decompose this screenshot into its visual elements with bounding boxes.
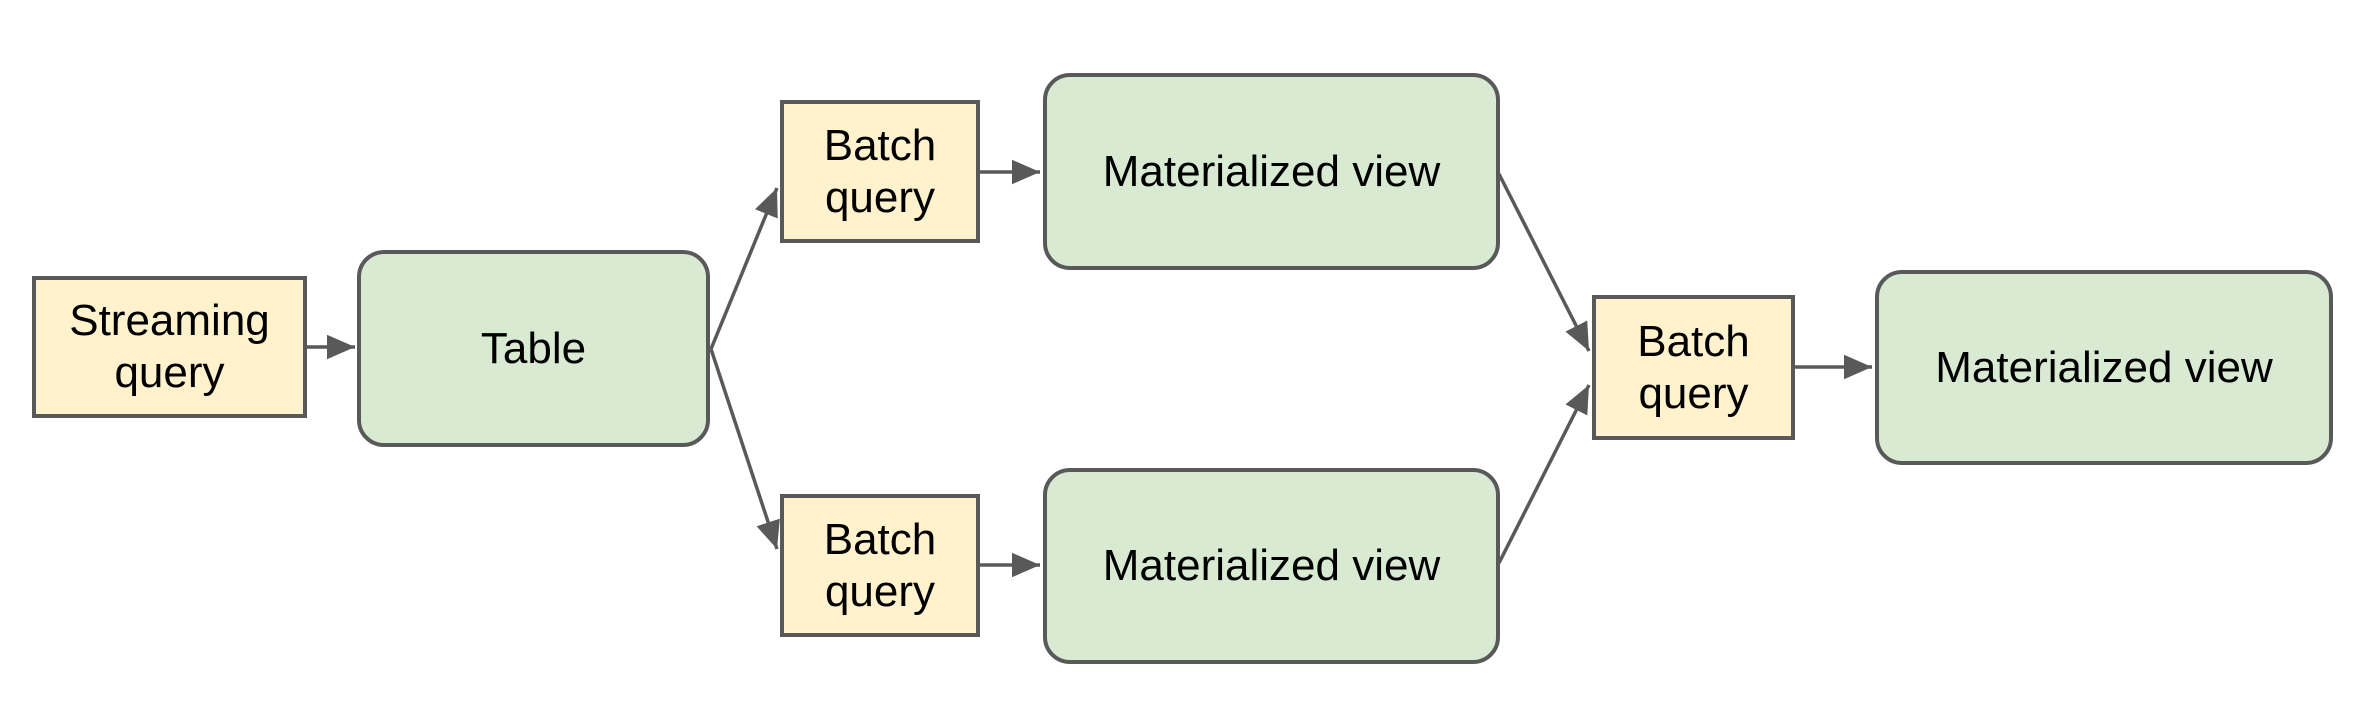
edge-table-to-batch-query-top: [709, 187, 779, 350]
node-materialized-view-bottom-label: Materialized view: [1102, 541, 1441, 591]
node-batch-query-right-label: Batch query: [1637, 316, 1750, 418]
node-materialized-view-top: Materialized view: [1043, 73, 1500, 270]
node-table-label: Table: [480, 323, 587, 373]
edge-materialized-view-bottom-to-batch-query-right: [1497, 384, 1591, 564]
node-batch-query-right: Batch query: [1592, 295, 1795, 440]
node-batch-query-bottom: Batch query: [780, 494, 980, 637]
node-materialized-view-top-label: Materialized view: [1102, 146, 1441, 196]
edge-materialized-view-top-to-batch-query-right: [1497, 173, 1591, 352]
node-materialized-view-bottom: Materialized view: [1043, 468, 1500, 664]
node-batch-query-bottom-label: Batch query: [823, 514, 937, 616]
node-materialized-view-right: Materialized view: [1875, 270, 2333, 465]
edge-table-to-batch-query-bottom: [709, 348, 780, 550]
node-streaming-query: Streaming query: [32, 276, 307, 418]
node-streaming-query-label: Streaming query: [69, 296, 270, 397]
node-batch-query-top-label: Batch query: [823, 120, 937, 222]
node-materialized-view-right-label: Materialized view: [1935, 342, 2273, 392]
node-table: Table: [357, 250, 710, 447]
node-batch-query-top: Batch query: [780, 100, 980, 243]
